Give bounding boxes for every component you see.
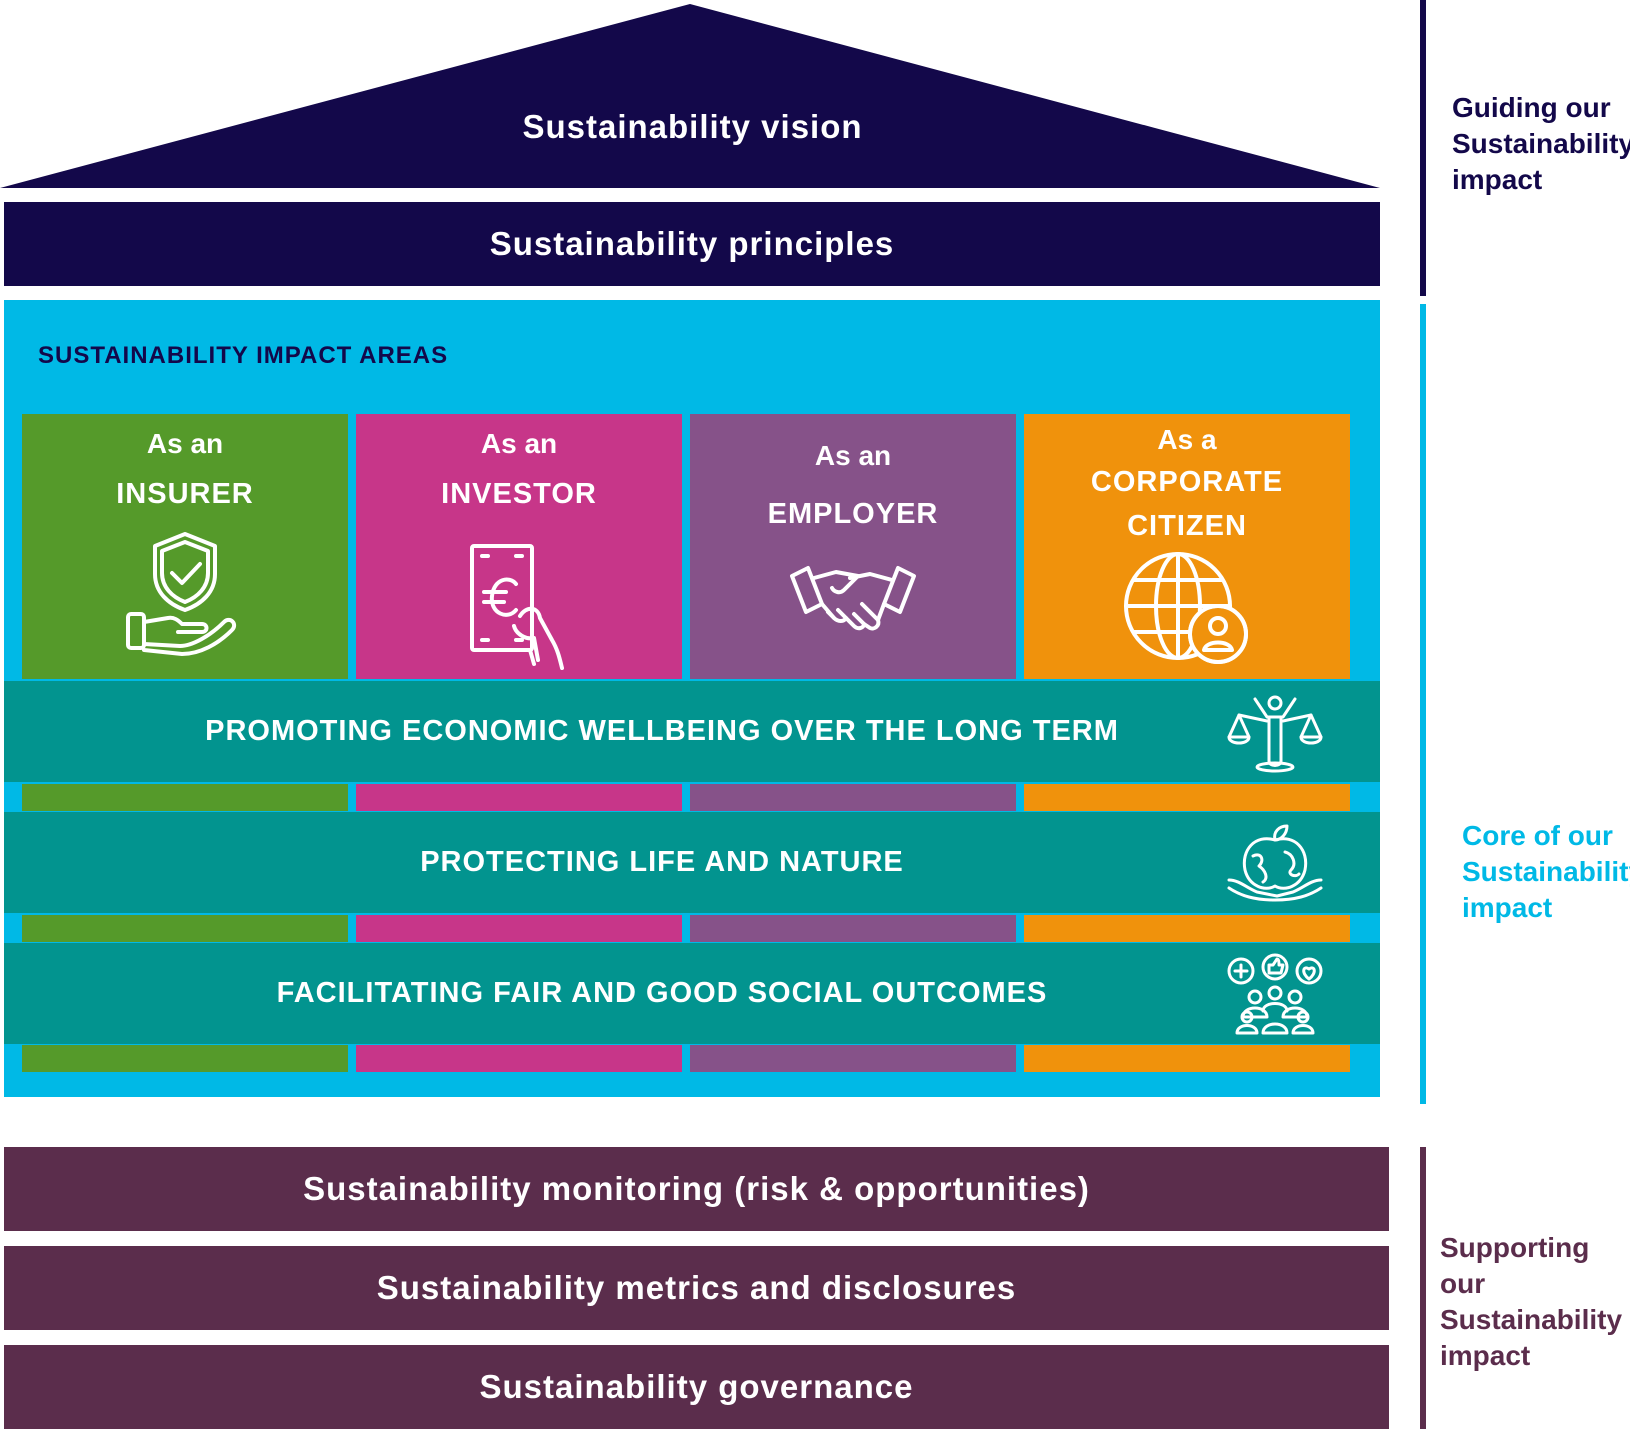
column-strip-investor-1 [356,784,682,811]
core-label-line-1: Core of our [1462,820,1613,851]
theme-economic-wellbeing-label: PROMOTING ECONOMIC WELLBEING OVER THE LO… [205,715,1119,747]
column-investor: As an INVESTOR [356,414,682,679]
governance-label: Sustainability governance [479,1368,914,1405]
theme-life-and-nature-label: PROTECTING LIFE AND NATURE [420,846,904,878]
column-employer-prefix: As an [814,440,892,471]
column-employer-title: EMPLOYER [767,498,939,530]
column-corporate-citizen: As a CORPORATE CITIZEN [1024,414,1350,679]
core-label-line-2: Sustainability [1462,856,1630,887]
theme-social-outcomes-label: FACILITATING FAIR AND GOOD SOCIAL OUTCOM… [276,977,1048,1009]
principles-label: Sustainability principles [489,225,895,262]
column-strip-citizen-1 [1024,784,1350,811]
core-label: Core of our Sustainability impact [1462,818,1630,926]
column-strip-insurer-2 [22,915,348,942]
theme-social-outcomes: FACILITATING FAIR AND GOOD SOCIAL OUTCOM… [4,943,1380,1044]
supporting-bracket-line [1420,1147,1426,1429]
theme-life-and-nature: PROTECTING LIFE AND NATURE [4,812,1380,913]
handshake-icon [790,566,916,631]
column-insurer-title: INSURER [116,478,254,510]
column-strip-investor-2 [356,915,682,942]
column-citizen-prefix: As a [1157,424,1217,455]
monitoring-bar: Sustainability monitoring (risk & opport… [4,1147,1389,1231]
governance-bar: Sustainability governance [4,1345,1389,1429]
column-strip-employer-3 [690,1045,1016,1072]
column-employer: As an EMPLOYER [690,414,1016,679]
metrics-disclosures-bar: Sustainability metrics and disclosures [4,1246,1389,1330]
column-insurer-prefix: As an [146,428,224,459]
supporting-label: Supporting our Sustainability impact [1440,1230,1630,1374]
column-strip-employer-2 [690,915,1016,942]
column-strip-investor-3 [356,1045,682,1072]
column-citizen-title-2: CITIZEN [1127,510,1247,542]
supporting-label-line-3: impact [1440,1340,1531,1371]
guiding-label-line-1: Guiding our [1452,92,1611,123]
community-speech-icon [1227,953,1323,1035]
column-citizen-title: CORPORATE [1090,466,1284,498]
column-strip-insurer-3 [22,1045,348,1072]
guiding-label: Guiding our Sustainability impact [1452,90,1630,198]
shield-check-hand-icon [126,532,237,656]
scales-person-icon [1227,695,1323,773]
earth-apple-hands-icon [1227,824,1323,902]
monitoring-label: Sustainability monitoring (risk & opport… [303,1170,1090,1207]
vision-roof [0,4,1380,188]
guiding-label-line-2: Sustainability [1452,128,1630,159]
globe-person-icon [1124,552,1248,664]
euro-banknote-hand-icon [470,544,564,670]
column-strip-insurer-1 [22,784,348,811]
metrics-disclosures-label: Sustainability metrics and disclosures [376,1269,1017,1306]
guiding-label-line-3: impact [1452,164,1543,195]
column-insurer: As an INSURER [22,414,348,679]
column-investor-prefix: As an [480,428,558,459]
impact-areas-title: SUSTAINABILITY IMPACT AREAS [38,342,449,369]
column-investor-title: INVESTOR [441,478,597,510]
vision-label: Sustainability vision [522,108,863,145]
core-bracket-line [1420,304,1426,1104]
guiding-bracket-line [1420,0,1426,296]
column-strip-employer-1 [690,784,1016,811]
core-label-line-3: impact [1462,892,1553,923]
principles-bar: Sustainability principles [4,202,1380,286]
supporting-label-line-1: Supporting our [1440,1232,1590,1299]
theme-economic-wellbeing: PROMOTING ECONOMIC WELLBEING OVER THE LO… [4,681,1380,782]
supporting-label-line-2: Sustainability [1440,1304,1623,1335]
column-strip-citizen-2 [1024,915,1350,942]
column-strip-citizen-3 [1024,1045,1350,1072]
